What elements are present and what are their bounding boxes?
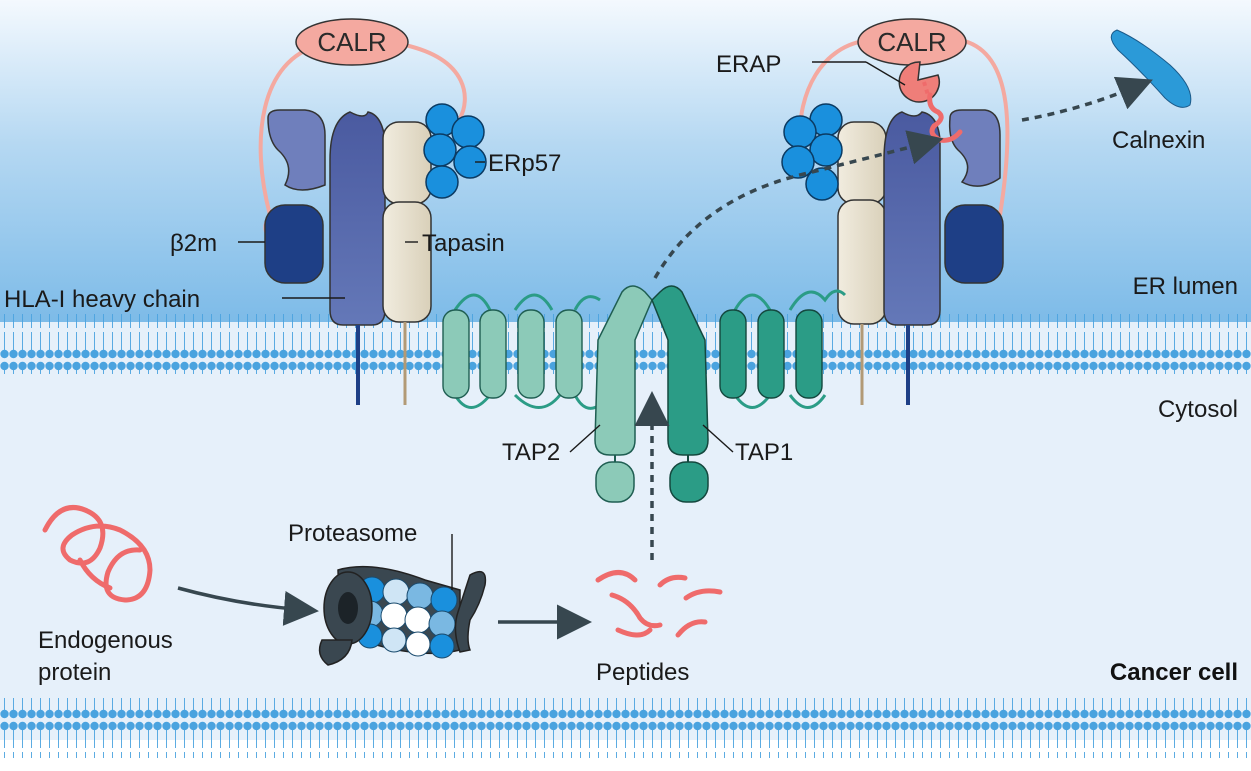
calnexin-shape — [1110, 29, 1192, 108]
calr-left — [295, 18, 409, 66]
tap2 — [594, 285, 653, 456]
tapasin-right — [837, 199, 887, 325]
er-lumen-region — [0, 0, 1251, 322]
tap1 — [651, 285, 709, 456]
endogenous-label-line1: Endogenous — [38, 627, 173, 654]
erp57-left — [423, 103, 487, 199]
proteasome-shape — [318, 565, 487, 666]
hla-heavy-chain-label: HLA-I heavy chain — [4, 286, 200, 313]
left-mhc-complex — [258, 18, 487, 405]
cancer-cell-label: Cancer cell — [1110, 659, 1238, 686]
tap-transporter — [442, 285, 847, 503]
endogenous-label-line2: protein — [38, 659, 111, 686]
calr-right-label: CALR — [877, 27, 946, 57]
tapasin-label: Tapasin — [422, 230, 505, 257]
right-mhc-complex — [781, 18, 1010, 405]
hla-heavy-chain-right — [883, 111, 941, 326]
b2m-left — [264, 204, 324, 284]
plasma-membrane — [0, 698, 1251, 758]
tapasin-left — [382, 201, 432, 323]
peptides-shape — [595, 570, 723, 638]
er-lumen-label: ER lumen — [1133, 273, 1238, 300]
erp57-right — [781, 103, 843, 201]
b2m-right — [944, 204, 1004, 284]
leader-lines — [238, 61, 906, 590]
hla-heavy-chain-left — [329, 111, 386, 326]
erp57-label: ERp57 — [488, 150, 561, 177]
erap-label: ERAP — [716, 51, 781, 78]
arrows — [177, 76, 1153, 640]
erap-enzyme — [898, 61, 941, 103]
proteasome-label: Proteasome — [288, 520, 417, 547]
calnexin-label: Calnexin — [1112, 127, 1205, 154]
tap1-label: TAP1 — [735, 439, 793, 466]
calr-left-label: CALR — [317, 27, 386, 57]
endogenous-protein-shape — [42, 505, 153, 603]
peptides-label: Peptides — [596, 659, 689, 686]
b2m-label: β2m — [170, 230, 217, 257]
tap2-label: TAP2 — [502, 439, 560, 466]
cytosol-label: Cytosol — [1158, 396, 1238, 423]
